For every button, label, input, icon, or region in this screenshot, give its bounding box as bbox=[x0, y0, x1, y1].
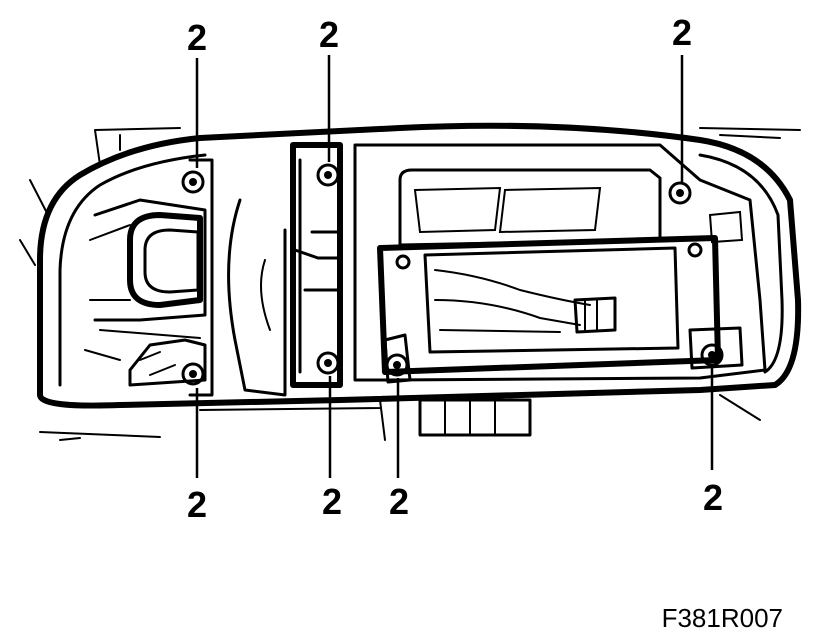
callout-top-left: 2 bbox=[187, 17, 207, 58]
screw-bottom-center-right bbox=[385, 353, 409, 377]
callout-top-center: 2 bbox=[319, 14, 339, 55]
leader-lines bbox=[195, 55, 714, 478]
center-pillar bbox=[227, 142, 343, 397]
callout-top-right: 2 bbox=[672, 12, 692, 53]
callout-bottom-center-right: 2 bbox=[389, 481, 409, 522]
screw-top-left bbox=[181, 170, 205, 194]
screw-bottom-right bbox=[700, 343, 724, 367]
screw-bottom-left bbox=[181, 362, 205, 386]
figure-code: F381R007 bbox=[662, 603, 783, 633]
callout-bottom-left: 2 bbox=[187, 484, 207, 525]
callout-bottom-center-left: 2 bbox=[322, 481, 342, 522]
callout-bottom-right: 2 bbox=[703, 477, 723, 518]
screw-top-right bbox=[668, 181, 692, 205]
center-console-recess bbox=[353, 143, 767, 437]
screw-bottom-center-left bbox=[316, 351, 340, 375]
dashboard-outline bbox=[19, 122, 802, 441]
instrument-cluster bbox=[84, 158, 214, 397]
screw-top-center bbox=[316, 163, 340, 187]
screw-markers bbox=[181, 163, 724, 386]
